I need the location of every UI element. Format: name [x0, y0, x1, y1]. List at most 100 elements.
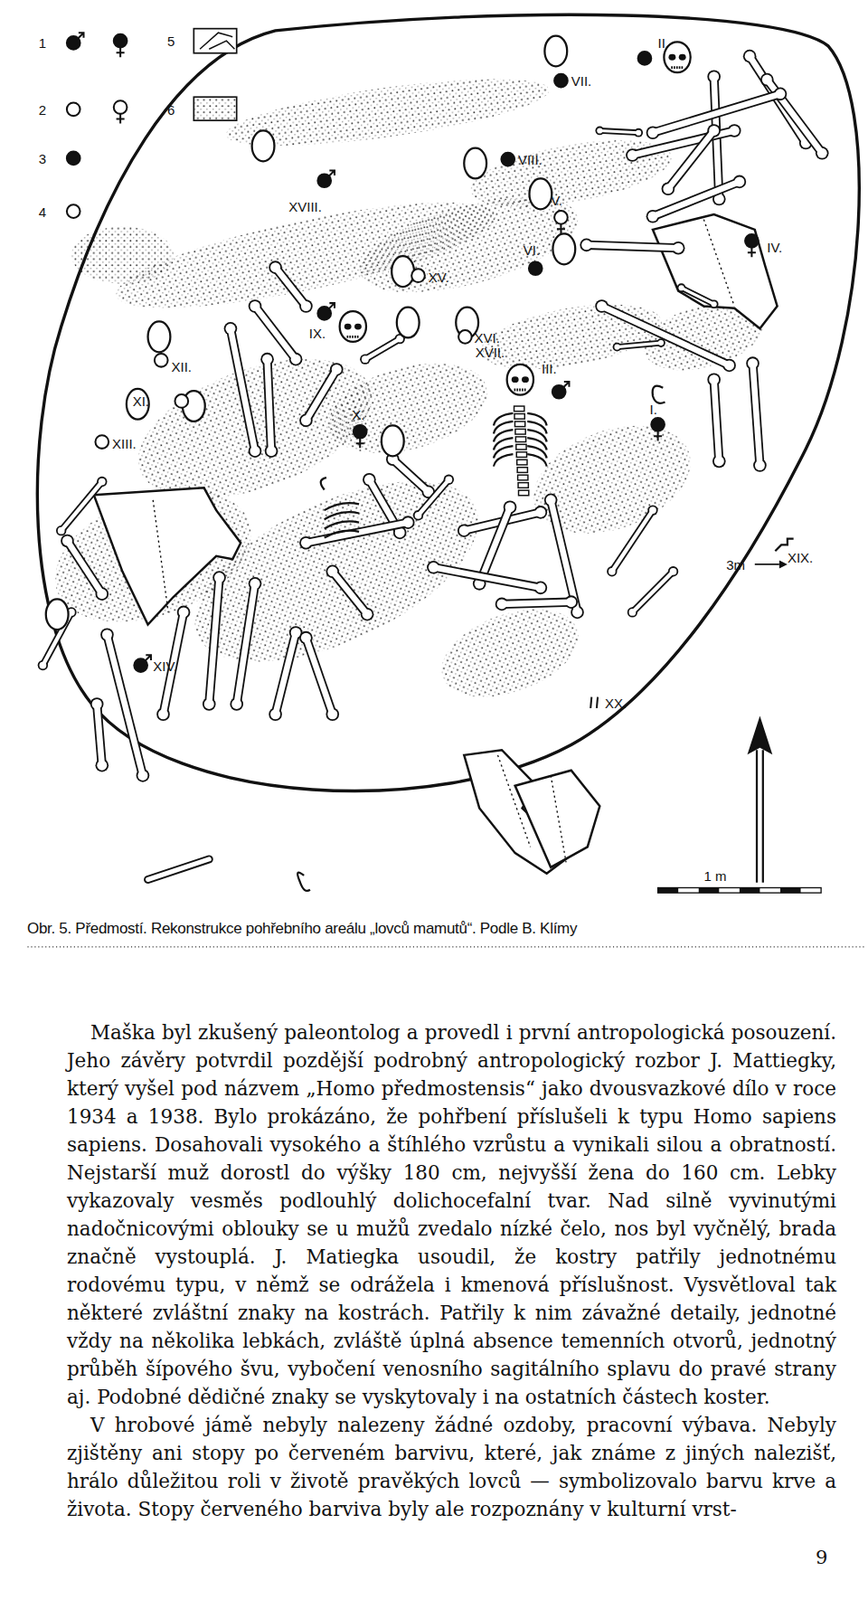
eye-socket	[354, 323, 362, 331]
burial-mark	[596, 697, 598, 708]
bone-outline	[753, 363, 761, 466]
female-cross	[653, 431, 662, 442]
bone-fill	[275, 267, 307, 307]
vertebra	[514, 421, 525, 427]
teeth	[514, 388, 528, 392]
symbol-circle	[154, 353, 169, 368]
skull	[396, 307, 420, 339]
vertebra	[518, 474, 529, 481]
symbol-circle	[66, 204, 81, 218]
bone-fill	[148, 858, 210, 880]
body-paragraph: V hrobové jámě nebyly nalezeny žádné ozd…	[66, 1410, 837, 1523]
bone	[248, 299, 303, 366]
bone-outline	[586, 245, 680, 248]
symbol-circle	[94, 434, 109, 449]
burial-symbol	[66, 32, 85, 50]
figure-label: X.	[351, 407, 365, 422]
legend-number: 3	[38, 150, 47, 165]
bone-outline	[230, 328, 255, 451]
symbol-circle	[500, 152, 515, 167]
bone-fill	[616, 342, 661, 348]
symbol-circle	[528, 261, 543, 275]
bone-fill	[254, 306, 296, 360]
bone-fill	[305, 522, 408, 544]
eye-socket	[521, 376, 529, 383]
rib	[324, 502, 359, 510]
bone	[627, 566, 679, 617]
bone-fill	[332, 571, 368, 614]
burial-symbol	[458, 330, 472, 344]
legend-sample-scapula-line	[199, 32, 235, 49]
bone	[661, 123, 721, 196]
bone-fill	[305, 637, 332, 715]
bone	[677, 283, 719, 309]
male-arrow	[328, 302, 335, 310]
bone-fill	[66, 540, 102, 595]
burial-symbol	[500, 152, 515, 167]
scapula-ridge	[703, 219, 735, 307]
north-arrow-head	[748, 717, 772, 753]
bone	[229, 576, 262, 711]
bone	[100, 627, 150, 782]
bone	[613, 338, 666, 351]
eye-socket	[511, 376, 519, 383]
burial-symbol	[94, 434, 109, 449]
symbol-circle	[66, 102, 81, 116]
legend-sample-scapula	[193, 28, 236, 54]
skull	[544, 36, 567, 67]
bone-fill	[236, 583, 255, 704]
bone-outline	[365, 339, 400, 360]
cranium	[507, 364, 534, 396]
stipple-area	[350, 178, 588, 312]
skull	[148, 320, 171, 352]
stipple-area	[475, 292, 667, 381]
north-arrow	[756, 749, 764, 883]
figure-label: VII.	[571, 74, 593, 88]
bone-fill	[106, 634, 142, 776]
page-number: 9	[815, 1547, 828, 1567]
rib	[324, 530, 359, 538]
bone-outline	[305, 368, 337, 420]
bone	[299, 515, 415, 549]
scale-bar	[658, 887, 821, 894]
bone	[426, 560, 548, 595]
female-cross	[747, 247, 756, 258]
teeth	[347, 335, 360, 339]
male-arrow	[77, 32, 85, 39]
figure-label: XII.	[171, 358, 193, 373]
bone-outline	[392, 459, 428, 492]
vertebra	[517, 459, 528, 465]
bone-fill	[275, 632, 297, 714]
figure-label: IX.	[309, 325, 326, 340]
burial-symbol	[528, 261, 543, 275]
vertebra	[514, 414, 525, 420]
figure-label: XVIII.	[288, 198, 322, 213]
symbol-circle	[174, 394, 189, 408]
figure-label: IV.	[766, 239, 783, 254]
distance-arrow	[754, 563, 780, 566]
vertebra	[515, 436, 526, 443]
stipple-area	[37, 465, 270, 647]
bone-fill	[714, 379, 720, 462]
bone	[268, 260, 312, 312]
bone-outline	[208, 577, 219, 705]
bone-fill	[753, 363, 761, 466]
skull-face	[507, 364, 534, 396]
figure-label: XVII.	[475, 345, 506, 359]
burial-symbol	[113, 34, 128, 57]
legend-sample-stipple	[193, 96, 236, 121]
bone	[202, 570, 227, 711]
vertebra	[518, 490, 529, 496]
figure-label: VI.	[523, 243, 540, 257]
teeth	[670, 66, 684, 69]
vertebra	[515, 428, 526, 434]
bone	[90, 697, 109, 772]
vertebra	[514, 405, 525, 412]
bone	[299, 362, 343, 427]
female-cross	[556, 224, 566, 235]
rib	[527, 453, 547, 467]
male-arrow	[563, 381, 570, 388]
skull	[552, 233, 576, 265]
bone	[299, 631, 340, 721]
